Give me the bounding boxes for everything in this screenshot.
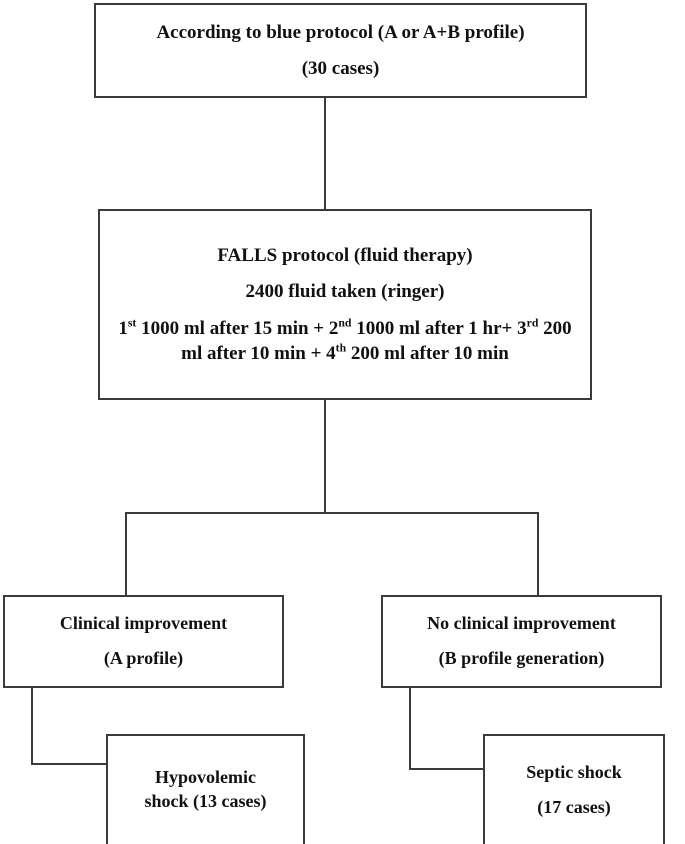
node-septic-shock: Septic shock (17 cases) [483, 734, 665, 844]
connector-split-left-drop [125, 512, 127, 597]
node-clinical-improvement-line-2: (A profile) [103, 648, 184, 669]
node-no-clinical-improvement: No clinical improvement (B profile gener… [381, 595, 662, 688]
node-falls-protocol-line-1: FALLS protocol (fluid therapy) [217, 244, 473, 266]
connector-clinical-improvement-to-hypovolemic [31, 763, 108, 765]
node-septic-shock-line-1: Septic shock [526, 761, 622, 782]
dose-1-order-suffix: st [127, 316, 137, 330]
dose-1-order-number: 1 [118, 318, 128, 340]
dose-2-text: 1000 ml after 1 hr+ 3 [351, 318, 527, 340]
node-blue-protocol-line-1: According to blue protocol (A or A+B pro… [156, 21, 525, 43]
connector-no-clinical-improvement-drop [409, 687, 411, 770]
connector-blue-protocol-to-falls [324, 97, 326, 211]
dose-3-text: 200 ml after 10 min + 4 [181, 318, 572, 365]
node-blue-protocol: According to blue protocol (A or A+B pro… [94, 3, 587, 98]
dose-1-text: 1000 ml after 15 min + 2 [136, 318, 339, 340]
node-clinical-improvement-line-1: Clinical improvement [59, 613, 228, 634]
node-clinical-improvement: Clinical improvement (A profile) [3, 595, 284, 688]
node-hypovolemic-shock: Hypovolemic shock (13 cases) [106, 734, 305, 844]
node-no-clinical-improvement-line-1: No clinical improvement [427, 613, 616, 634]
node-falls-protocol-dosing-detail: 1st 1000 ml after 15 min + 2nd 1000 ml a… [110, 316, 580, 366]
node-falls-protocol-line-2: 2400 fluid taken (ringer) [245, 281, 445, 303]
node-hypovolemic-shock-line-2: shock (13 cases) [144, 791, 267, 811]
connector-split-right-drop [537, 512, 539, 597]
dose-3-order-suffix: rd [526, 316, 539, 330]
connector-split-horizontal [125, 512, 539, 514]
dose-4-order-suffix: th [335, 342, 347, 356]
node-no-clinical-improvement-line-2: (B profile generation) [438, 648, 605, 669]
dose-4-text: 200 ml after 10 min [346, 343, 509, 365]
node-septic-shock-line-2: (17 cases) [537, 796, 611, 817]
connector-clinical-improvement-drop [31, 687, 33, 765]
connector-falls-down [324, 399, 326, 514]
connector-no-clinical-improvement-to-septic [409, 768, 485, 770]
dose-2-order-suffix: nd [338, 316, 352, 330]
node-blue-protocol-line-2: (30 cases) [301, 58, 380, 80]
node-hypovolemic-shock-line-1: Hypovolemic [155, 767, 256, 788]
node-falls-protocol: FALLS protocol (fluid therapy) 2400 flui… [98, 209, 592, 400]
